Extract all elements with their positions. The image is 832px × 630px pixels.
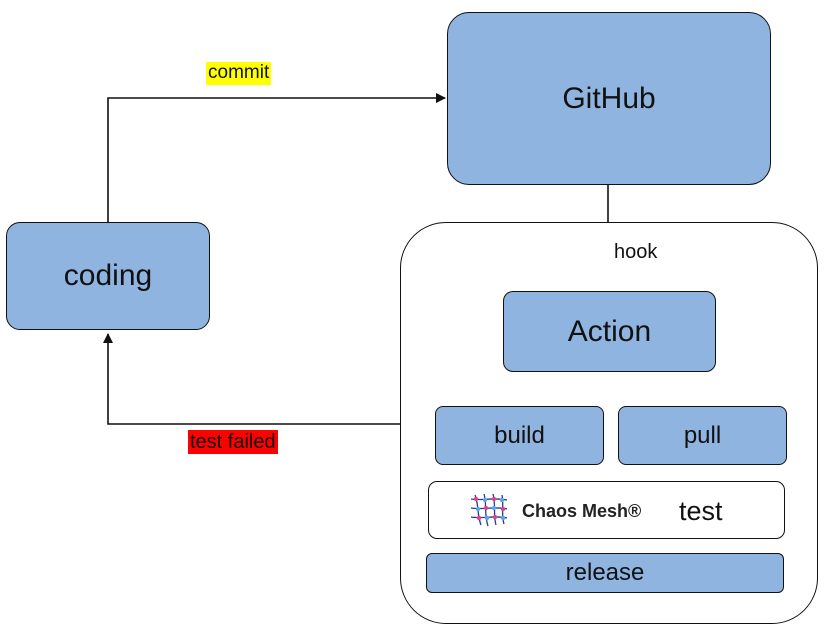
test-node: Chaos Mesh® test bbox=[428, 481, 785, 539]
pull-node: pull bbox=[618, 406, 787, 465]
build-label: build bbox=[494, 421, 545, 449]
action-label: Action bbox=[567, 314, 652, 348]
commit-label: commit bbox=[206, 62, 272, 85]
commit-arrow bbox=[107, 93, 446, 222]
github-node: GitHub bbox=[447, 12, 771, 185]
build-node: build bbox=[435, 406, 604, 465]
hook-label: hook bbox=[614, 241, 658, 263]
test-failed-arrow bbox=[103, 333, 400, 425]
pull-label: pull bbox=[683, 421, 722, 449]
release-node: release bbox=[426, 553, 784, 593]
coding-node: coding bbox=[6, 222, 210, 330]
chaos-mesh-logo-icon bbox=[470, 493, 508, 527]
release-label: release bbox=[565, 559, 645, 586]
test-label: test bbox=[679, 496, 723, 526]
chaos-mesh-logo-text: Chaos Mesh® bbox=[522, 501, 642, 521]
github-label: GitHub bbox=[562, 81, 656, 115]
test-failed-label: test failed bbox=[188, 430, 278, 454]
action-node: Action bbox=[503, 291, 716, 372]
coding-label: coding bbox=[63, 259, 153, 292]
